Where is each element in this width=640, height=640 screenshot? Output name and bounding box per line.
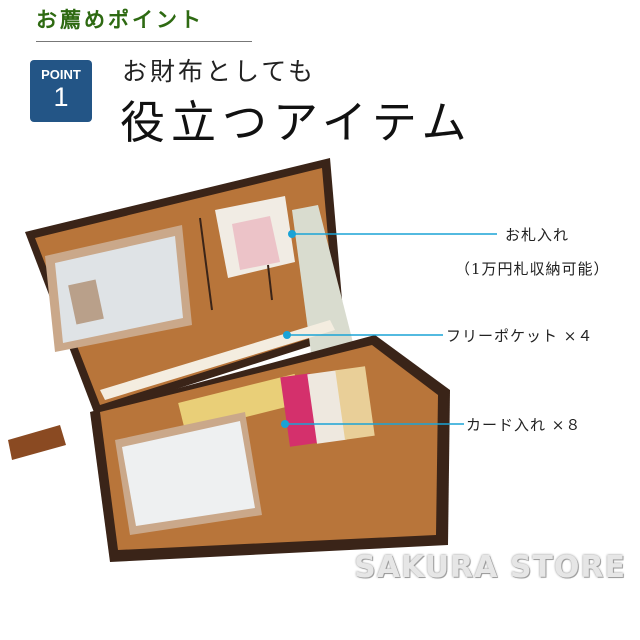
callout-bill-compartment: お札入れ xyxy=(505,226,570,244)
section-kicker: お薦めポイント xyxy=(36,8,204,32)
callout-bill-note: （1万円札収納可能） xyxy=(455,260,610,278)
callout-free-pocket: フリーポケット ×４ xyxy=(446,327,594,345)
subtitle: お財布としても xyxy=(122,57,317,86)
point-badge: POINT 1 xyxy=(30,60,92,122)
watermark: SAKURA STORE xyxy=(354,550,626,585)
page-title: 役立つアイテム xyxy=(120,96,473,149)
callout-card-slots: カード入れ ×８ xyxy=(466,416,582,434)
point-badge-label: POINT xyxy=(41,67,81,82)
point-badge-number: 1 xyxy=(53,82,69,112)
divider xyxy=(36,41,252,42)
